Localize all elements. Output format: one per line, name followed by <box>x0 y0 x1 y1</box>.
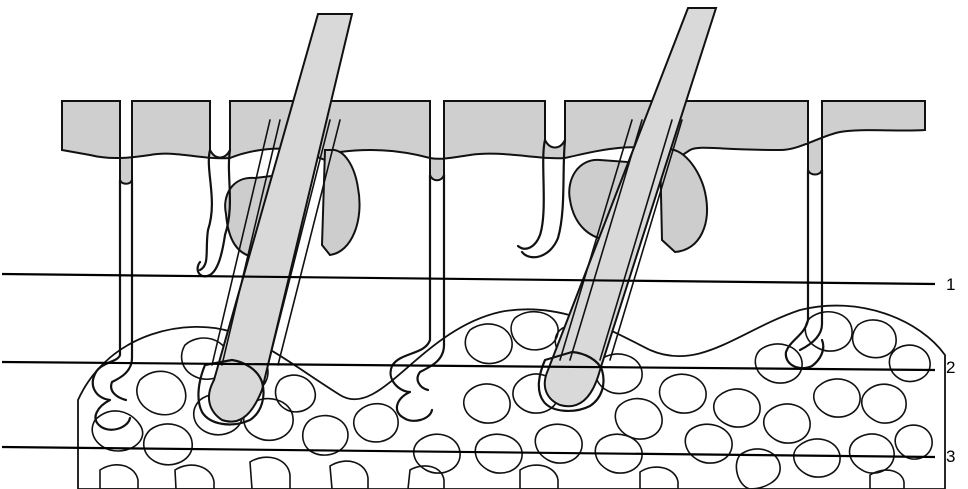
level-label-2: 2 <box>946 358 955 377</box>
level-label-1: 1 <box>946 275 955 294</box>
level-line-1 <box>2 274 935 284</box>
level-label-3: 3 <box>946 447 955 466</box>
epidermis <box>62 101 925 184</box>
level-labels: 1 2 3 <box>946 275 955 466</box>
